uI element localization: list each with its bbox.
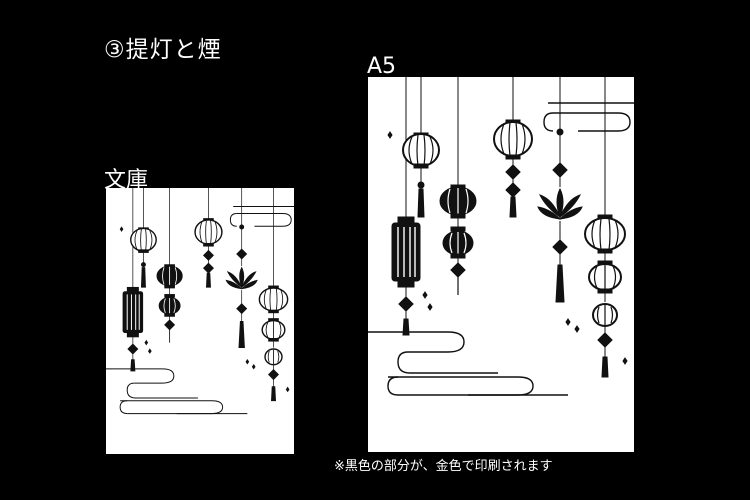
print-note: ※黒色の部分が、金色で印刷されます — [334, 459, 553, 474]
bunko-lantern-illustration — [106, 188, 294, 415]
a5-lantern-illustration — [368, 77, 634, 396]
label-a5: A5 — [367, 54, 397, 79]
a5-preview-panel — [368, 77, 634, 452]
bunko-preview-panel — [106, 188, 294, 454]
page-title: ③提灯と煙 — [104, 37, 222, 63]
